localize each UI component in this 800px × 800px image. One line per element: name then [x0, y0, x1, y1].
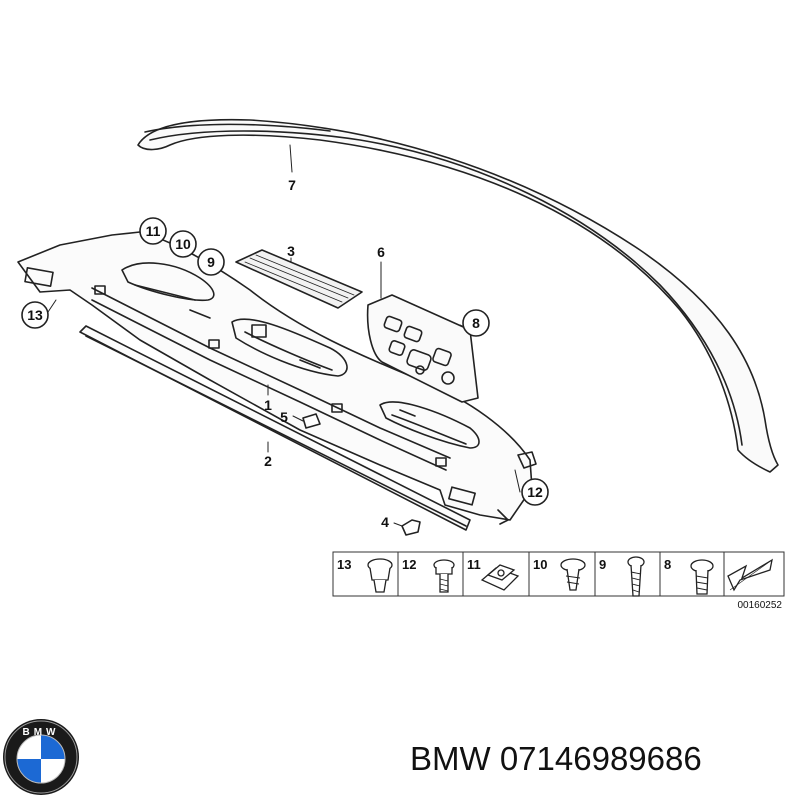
direction-arrow-icon [727, 558, 773, 592]
fastener-strip: 13 12 11 10 9 8 [332, 551, 785, 611]
expansion-rivet-icon [560, 558, 586, 591]
strip-label-8: 8 [664, 557, 671, 572]
callout-circles [21, 217, 549, 506]
strip-label-12: 12 [402, 557, 416, 572]
callout-9: 9 [207, 254, 215, 270]
part-5-clip [302, 413, 321, 429]
bmw-logo: BMW [3, 719, 79, 795]
screw-icon [433, 559, 455, 593]
callout-3: 3 [287, 243, 295, 259]
clip-nut-icon [480, 564, 520, 591]
callout-4: 4 [381, 514, 389, 530]
strip-label-10: 10 [533, 557, 547, 572]
bmw-logo-lettering: BMW [23, 727, 60, 738]
callout-13: 13 [27, 307, 43, 323]
screw-8-icon [690, 559, 714, 595]
part-1-rear-panel [17, 231, 537, 525]
callout-7: 7 [288, 177, 296, 193]
long-screw-icon [627, 556, 645, 597]
callout-12: 12 [527, 484, 543, 500]
strip-label-9: 9 [599, 557, 606, 572]
part-7-roof-trim [137, 118, 779, 473]
callout-6: 6 [377, 244, 385, 260]
part-6-switch-panel [366, 294, 479, 403]
part-number: 07146989686 [499, 740, 702, 777]
callout-2: 2 [264, 453, 272, 469]
part-2-lower-strip [79, 325, 471, 531]
callout-8: 8 [472, 315, 480, 331]
drawing-code: 00160252 [738, 600, 783, 611]
strip-label-11: 11 [467, 557, 481, 572]
callout-11: 11 [146, 223, 161, 239]
callout-5: 5 [280, 409, 288, 425]
part-caption: BMW 07146989686 [410, 734, 790, 784]
push-clip-icon [367, 558, 393, 593]
callout-10: 10 [175, 236, 191, 252]
strip-label-13: 13 [337, 557, 351, 572]
part-3-cover [235, 249, 363, 309]
callout-1: 1 [264, 397, 272, 413]
brand-name: BMW [410, 740, 491, 777]
part-4-clip [401, 519, 421, 536]
